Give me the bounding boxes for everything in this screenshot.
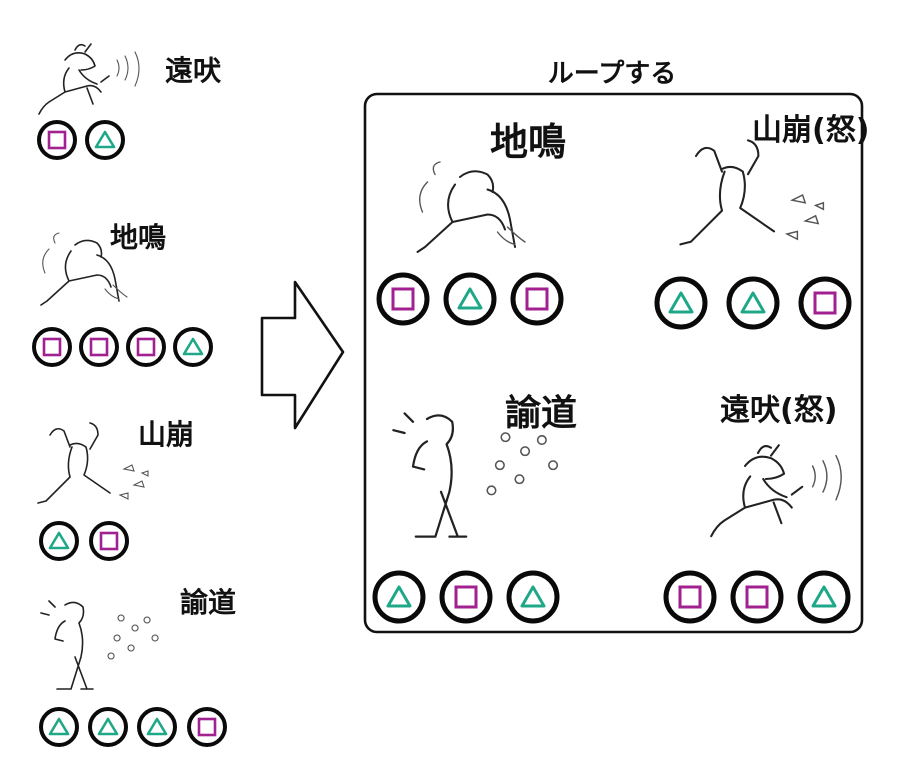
left-move-4: 諭道 <box>39 586 236 747</box>
loop-move-2-buttons <box>654 276 852 330</box>
left-move-label: 遠吠 <box>165 54 222 87</box>
loop-move-3-buttons <box>372 570 560 624</box>
square-button-icon <box>32 327 72 367</box>
loop-move-label: 諭道 <box>505 393 577 434</box>
loop-move-1: 地鳴 <box>376 120 566 326</box>
triangle-button-icon <box>443 272 497 326</box>
triangle-button-icon <box>137 707 177 747</box>
triangle-button-icon <box>726 276 780 330</box>
left-move-1: 遠吠 <box>37 43 222 160</box>
loop-move-label: 遠吠(怒) <box>720 393 837 428</box>
left-move-label: 諭道 <box>180 586 236 619</box>
loop-move-label: 地鳴 <box>490 120 566 164</box>
square-button-icon <box>187 707 227 747</box>
arms-raised-warrior-icon <box>37 422 149 504</box>
loop-move-4: 遠吠(怒) <box>663 393 851 624</box>
triangle-button-icon <box>372 570 426 624</box>
loop-box <box>363 92 864 634</box>
howling-warrior-icon <box>710 444 842 538</box>
ground-strike-warrior-icon <box>40 232 128 306</box>
left-move-3: 山崩 <box>37 418 194 561</box>
loop-move-1-buttons <box>376 272 564 326</box>
triangle-button-icon <box>173 327 213 367</box>
right-arrow-icon <box>260 280 345 430</box>
triangle-button-icon <box>88 707 128 747</box>
square-button-icon <box>79 327 119 367</box>
triangle-button-icon <box>85 120 125 160</box>
standing-warrior-icon <box>392 412 559 538</box>
loop-move-4-buttons <box>663 570 851 624</box>
left-move-label: 地鳴 <box>110 221 166 254</box>
triangle-button-icon <box>797 570 851 624</box>
triangle-button-icon <box>39 707 79 747</box>
howling-warrior-icon <box>38 43 140 115</box>
loop-move-label: 山崩(怒) <box>752 113 869 148</box>
loop-move-2: 山崩(怒) <box>654 113 869 330</box>
left-move-list: 遠吠 地鳴 <box>32 43 236 747</box>
ground-strike-warrior-icon <box>416 161 526 253</box>
loop-box-title: ループする <box>548 59 676 89</box>
left-move-2: 地鳴 <box>32 221 213 367</box>
left-move-3-buttons <box>39 521 129 561</box>
left-move-label: 山崩 <box>138 418 194 451</box>
square-button-icon <box>126 327 166 367</box>
triangle-button-icon <box>39 521 79 561</box>
loop-move-3: 諭道 <box>372 393 577 624</box>
triangle-button-icon <box>506 570 560 624</box>
square-button-icon <box>663 570 717 624</box>
left-move-4-buttons <box>39 707 227 747</box>
square-button-icon <box>89 521 129 561</box>
square-button-icon <box>730 570 784 624</box>
square-button-icon <box>439 570 493 624</box>
standing-warrior-icon <box>40 600 159 690</box>
left-move-1-buttons <box>37 120 125 160</box>
square-button-icon <box>376 272 430 326</box>
arms-raised-warrior-icon <box>679 139 825 246</box>
square-button-icon <box>798 276 852 330</box>
left-move-2-buttons <box>32 327 213 367</box>
triangle-button-icon <box>654 276 708 330</box>
square-button-icon <box>37 120 77 160</box>
square-button-icon <box>510 272 564 326</box>
